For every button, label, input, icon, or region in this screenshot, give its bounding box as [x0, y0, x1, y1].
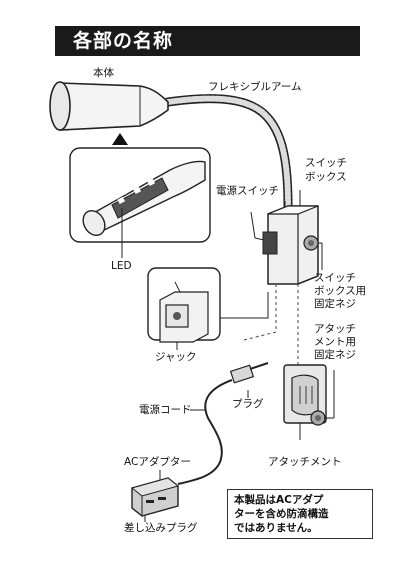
label-power-cord: 電源コード — [139, 404, 192, 416]
label-switch-box-1: スイッチ — [305, 157, 347, 169]
power-cord — [177, 379, 233, 485]
dc-plug — [229, 362, 269, 398]
waterproof-note: 本製品はACアダプ ターを含め防滴構造 ではありません。 — [227, 489, 373, 539]
label-jack: ジャック — [155, 351, 197, 363]
label-switch-box-screw-1: スイッチ — [314, 272, 356, 284]
label-switch-box-screw-2: ボックス用 — [314, 285, 367, 297]
label-ac-adapter: ACアダプター — [124, 456, 191, 468]
header-banner: 各部の名称 — [55, 26, 360, 56]
label-switch-box-screw-3: 固定ネジ — [314, 298, 356, 310]
label-attachment-screw-1: アタッチ — [314, 323, 356, 335]
label-insert-plug: 差し込みプラグ — [124, 522, 198, 534]
label-attachment-screw-2: メント用 — [314, 336, 356, 348]
label-power-switch: 電源スイッチ — [216, 185, 279, 197]
page-title: 各部の名称 — [73, 30, 174, 52]
lamp-body — [49, 81, 169, 131]
label-led: LED — [111, 260, 132, 272]
label-attachment-screw-3: 固定ネジ — [314, 349, 356, 361]
note-line-2: ターを含め防滴構造 — [234, 508, 329, 520]
ac-adapter — [130, 470, 180, 522]
jack-zoom-inset — [147, 267, 269, 350]
note-line-1: 本製品はACアダプ — [234, 494, 324, 506]
label-switch-box-2: ボックス — [305, 171, 347, 183]
led-zoom-inset — [69, 147, 211, 258]
zoom-pointer — [112, 133, 128, 145]
label-plug: プラグ — [232, 398, 264, 410]
label-body: 本体 — [93, 67, 114, 79]
label-attachment: アタッチメント — [268, 456, 342, 468]
attachment-clamp — [283, 364, 335, 440]
label-flexible-arm: フレキシブルアーム — [208, 81, 302, 93]
note-line-3: ではありません。 — [234, 522, 318, 534]
switch-box — [262, 201, 319, 285]
